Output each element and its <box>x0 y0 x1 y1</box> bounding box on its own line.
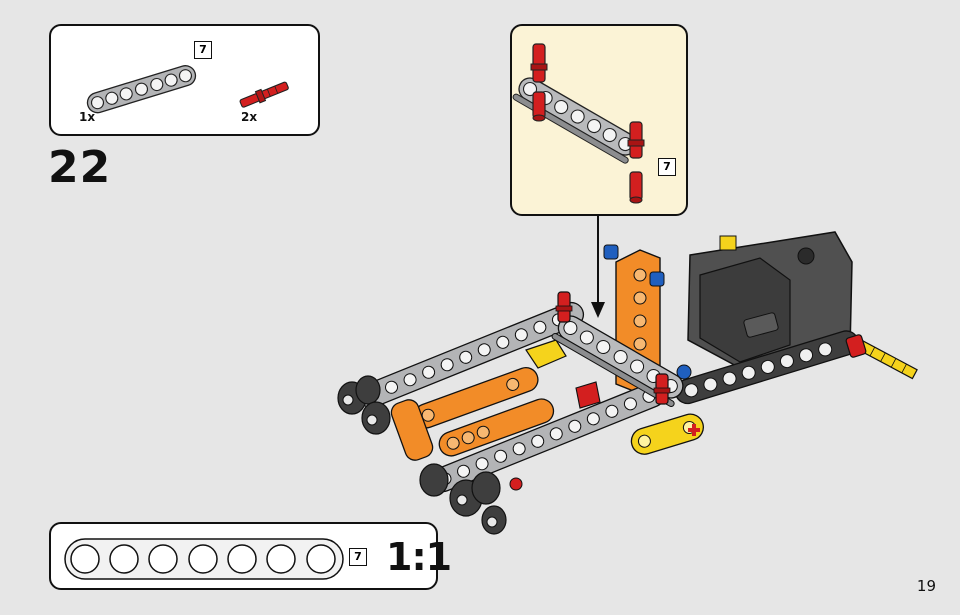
yellow-axle <box>856 339 918 380</box>
pin-quantity: 2x <box>241 110 258 124</box>
subassembly-image <box>512 43 645 204</box>
beam-7-scale-image <box>64 538 344 580</box>
orange-arm-lower <box>438 398 555 457</box>
callout-size-badge: 7 <box>658 158 676 176</box>
page-number: 19 <box>916 577 936 595</box>
engine-block <box>687 231 853 369</box>
red-pin-part-image <box>239 81 289 108</box>
beam-quantity: 1x <box>79 110 96 124</box>
scale-size-badge: 7 <box>349 548 367 566</box>
callout-right-pin <box>627 121 645 204</box>
beam-7-part-image <box>86 65 197 114</box>
beam-size-badge: 7 <box>194 41 212 59</box>
parts-list-panel: 1x 7 2x <box>49 24 320 136</box>
callout-left-pin <box>530 43 548 122</box>
gray-side-beam-upper <box>358 301 585 409</box>
scale-label: 1:1 <box>386 535 452 579</box>
dark-beam <box>674 330 859 405</box>
step-number: 22 <box>48 142 112 193</box>
placed-beam <box>551 315 684 407</box>
scale-guide-panel: 7 <box>49 522 438 590</box>
subassembly-callout: 7 <box>510 24 688 216</box>
